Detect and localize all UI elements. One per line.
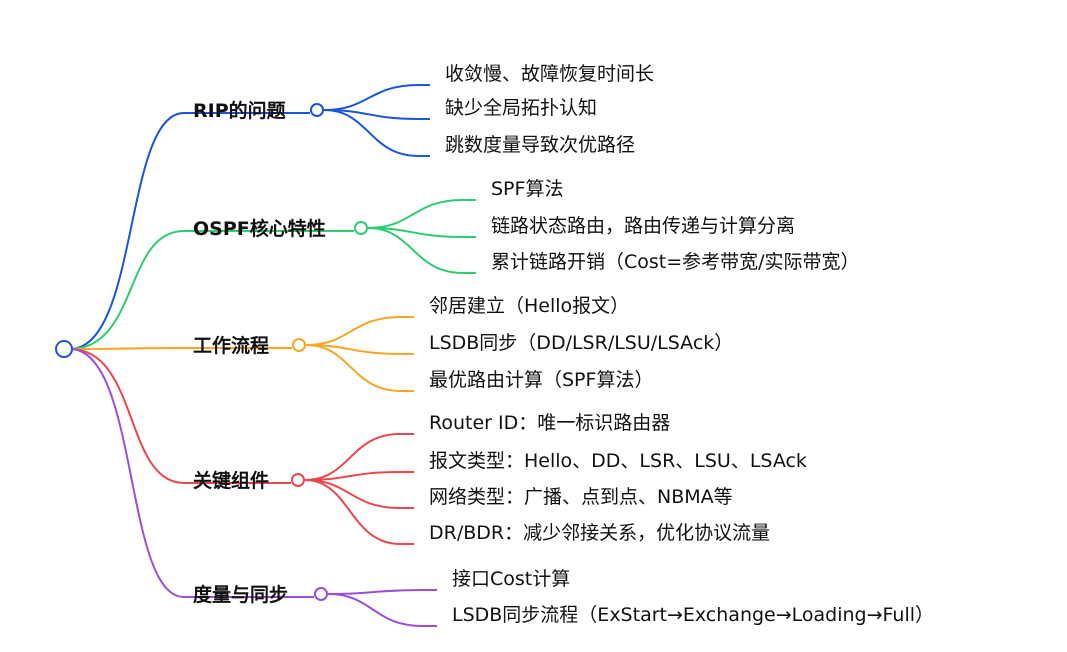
leaf-connector (305, 316, 414, 346)
leaf-label: Router ID：唯一标识路由器 (429, 412, 670, 434)
branch-connector (69, 348, 314, 598)
leaf-label: LSDB同步流程（ExStart→Exchange→Loading→Full） (452, 604, 934, 626)
leaf-connector (304, 479, 414, 509)
branch-connector (69, 112, 310, 350)
branch-node-circle[interactable] (292, 338, 306, 352)
leaf-connector (367, 227, 476, 238)
leaf-label: SPF算法 (491, 178, 563, 200)
leaf-label: 报文类型：Hello、DD、LSR、LSU、LSAck (429, 450, 807, 472)
leaf-connector (305, 344, 414, 392)
branch-label: RIP的问题 (193, 99, 286, 122)
branch-label: 工作流程 (193, 334, 269, 357)
leaf-connector (304, 471, 414, 481)
branch-node-circle[interactable] (310, 103, 324, 117)
leaf-label: 网络类型：广播、点到点、NBMA等 (429, 486, 733, 508)
leaf-connector (304, 479, 414, 545)
leaf-connector (305, 344, 414, 355)
leaf-label: 缺少全局拓扑认知 (445, 97, 597, 119)
leaf-label: LSDB同步（DD/LSR/LSU/LSAck） (429, 332, 733, 354)
branch-node-circle[interactable] (291, 473, 305, 487)
branch-connector (69, 348, 291, 484)
leaf-connector (327, 589, 437, 595)
leaf-label: 接口Cost计算 (452, 568, 570, 590)
leaf-label: 收敛慢、故障恢复时间长 (445, 63, 654, 85)
branch-label: 度量与同步 (193, 583, 288, 606)
leaf-connector (323, 109, 430, 157)
branch-node-circle[interactable] (314, 587, 328, 601)
branch-node-circle[interactable] (354, 221, 368, 235)
branch-connector (69, 347, 292, 350)
leaf-connector (323, 109, 430, 120)
leaf-label: 链路状态路由，路由传递与计算分离 (491, 215, 795, 237)
leaf-label: 跳数度量导致次优路径 (445, 134, 635, 156)
leaf-connector (327, 593, 437, 627)
branch-label: 关键组件 (193, 469, 269, 492)
leaf-label: 邻居建立（Hello报文） (429, 295, 629, 317)
leaf-label: 累计链路开销（Cost=参考带宽/实际带宽） (491, 251, 860, 273)
branch-label: OSPF核心特性 (193, 217, 326, 240)
leaf-connector (367, 199, 476, 229)
leaf-label: 最优路由计算（SPF算法） (429, 369, 653, 391)
leaf-connector (304, 433, 414, 481)
root-node-circle[interactable] (55, 340, 73, 358)
leaf-connector (323, 84, 430, 111)
leaf-connector (367, 227, 476, 274)
leaf-label: DR/BDR：减少邻接关系，优化协议流量 (429, 522, 770, 544)
mindmap-edges (69, 84, 476, 627)
branch-connector (69, 230, 354, 350)
